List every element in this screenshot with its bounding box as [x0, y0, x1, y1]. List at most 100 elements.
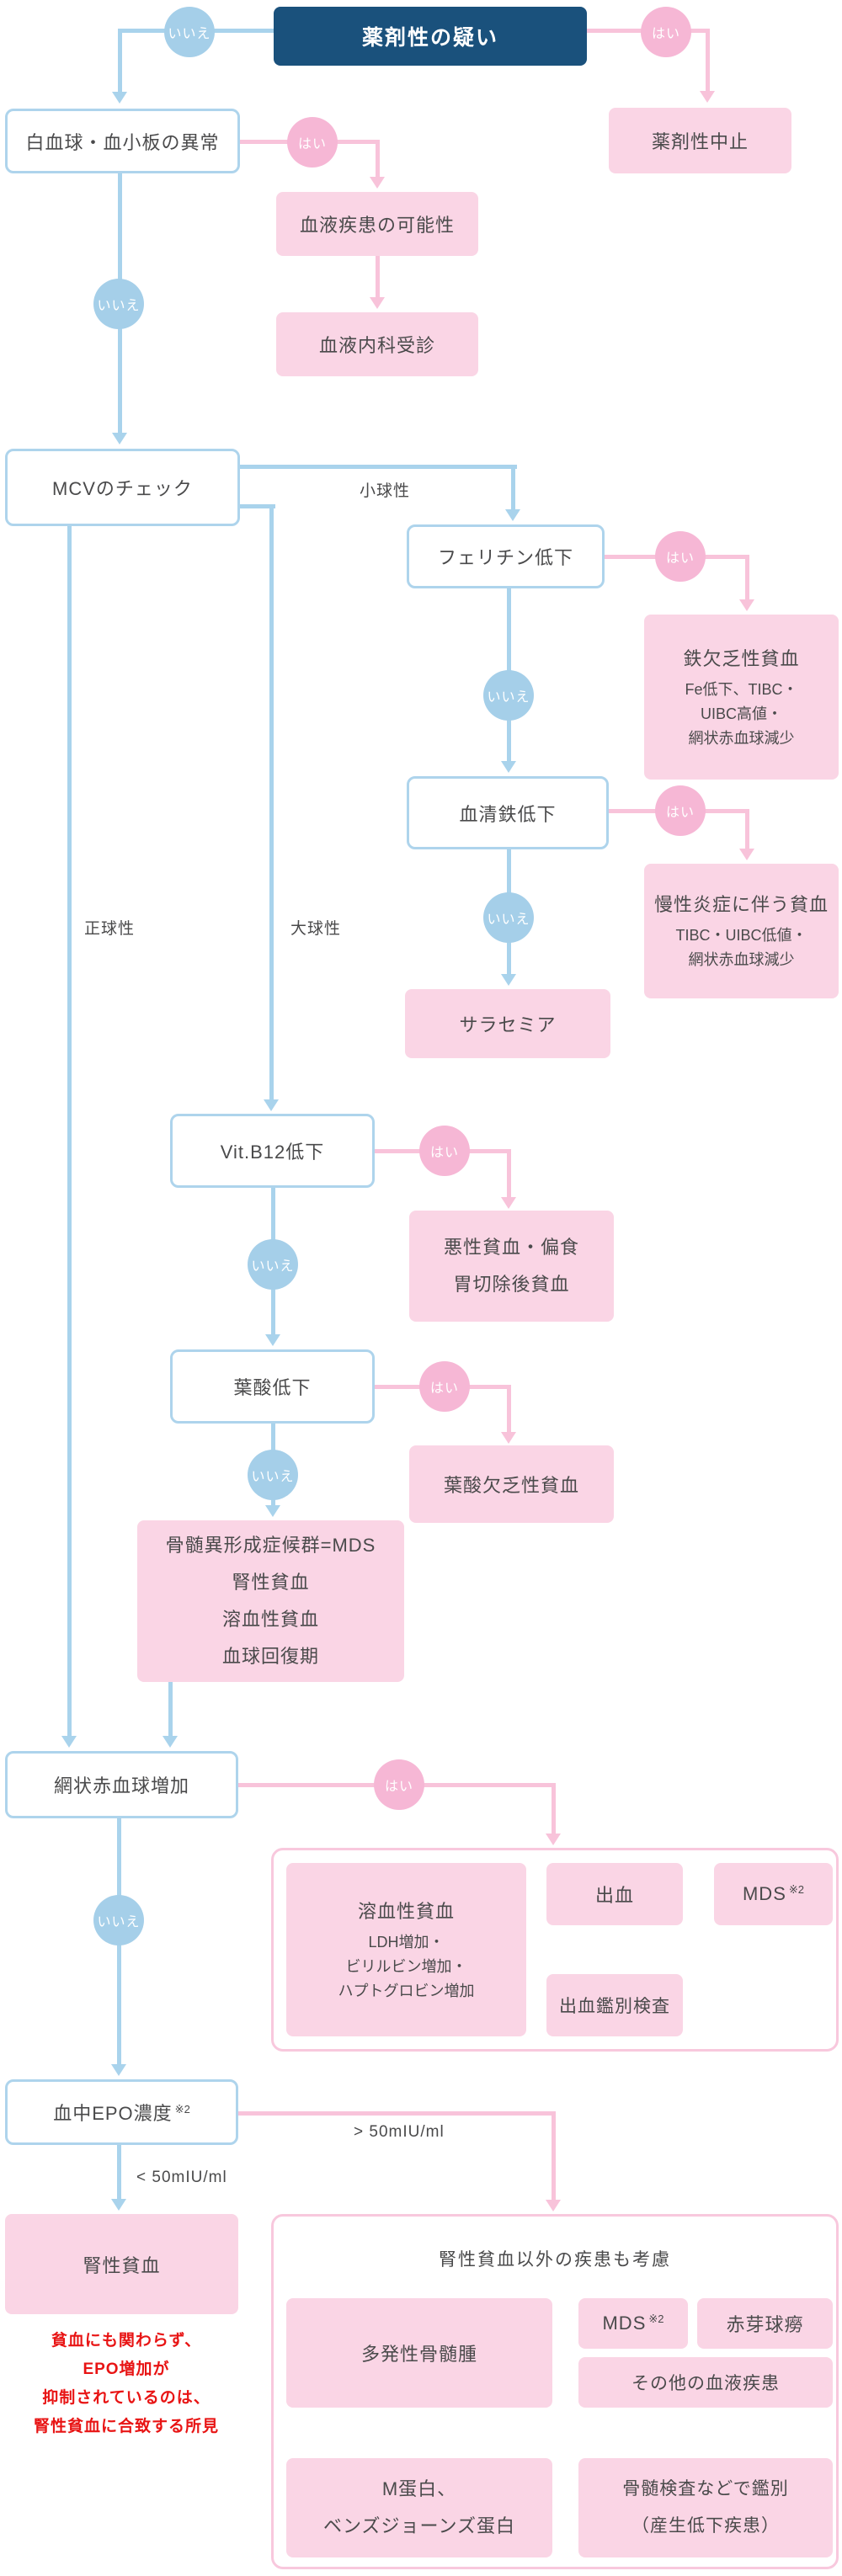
branch-label-microcytic: 小球性 — [359, 482, 410, 500]
connector — [238, 2111, 556, 2116]
yes-badge: はい — [419, 1126, 470, 1176]
node-reticulocyte-increase: 網状赤血球増加 — [5, 1751, 238, 1818]
connector — [552, 2111, 556, 2200]
node-detail: ビリルビン増加・ — [345, 1957, 467, 1975]
node-detail: 網状赤血球減少 — [688, 729, 795, 747]
node-detail: （産生低下疾患） — [632, 2516, 780, 2536]
node-wbc-platelet-abnormal: 白血球・血小板の異常 — [5, 109, 240, 173]
connector — [507, 1385, 511, 1432]
node-multiple-myeloma: 多発性骨髄腫 — [286, 2298, 552, 2408]
node-vitb12-low: Vit.B12低下 — [170, 1114, 375, 1188]
node-detail: UIBC高値・ — [700, 705, 782, 722]
connector — [706, 29, 710, 91]
node-detail: 溶血性貧血 — [221, 1609, 319, 1630]
arrowhead-down — [370, 297, 385, 309]
node-hematology-visit: 血液内科受診 — [276, 312, 478, 376]
connector — [67, 526, 72, 1736]
node-bleeding-test: 出血鑑別検査 — [546, 1974, 683, 2036]
branch-label-normocytic: 正球性 — [84, 920, 136, 938]
connector — [240, 504, 275, 508]
arrowhead-down — [501, 974, 516, 986]
connector — [376, 140, 380, 177]
arrowhead-down — [163, 1736, 178, 1748]
node-detail: ベンズジョーンズ蛋白 — [322, 2515, 516, 2536]
connector — [376, 256, 380, 297]
node-detail: 血球回復期 — [221, 1646, 319, 1667]
node-mcv-check: MCVのチェック — [5, 449, 240, 526]
branch-label-gt50: > 50mIU/ml — [354, 2123, 445, 2141]
arrowhead-down — [700, 91, 715, 103]
node-detail: 網状赤血球減少 — [688, 951, 795, 968]
arrowhead-down — [739, 599, 754, 611]
connector — [117, 2145, 121, 2199]
node-thalassemia: サラセミア — [405, 989, 610, 1058]
node-detail: Fe低下、TIBC・ — [685, 680, 798, 698]
node-title: 溶血性貧血 — [357, 1900, 455, 1922]
node-iron-deficiency-anemia: 鉄欠乏性貧血 Fe低下、TIBC・ UIBC高値・ 網状赤血球減少 — [644, 615, 839, 780]
footnote-marker: ※2 — [174, 2103, 190, 2116]
yes-badge: はい — [655, 531, 706, 582]
footnote-marker: ※2 — [788, 1883, 804, 1896]
no-badge: いいえ — [164, 7, 215, 57]
node-blood-disease-possible: 血液疾患の可能性 — [276, 192, 478, 256]
node-drug-suspicion: 薬剤性の疑い — [274, 7, 587, 66]
node-title: 慢性炎症に伴う貧血 — [653, 894, 829, 915]
node-folate-deficiency-anemia: 葉酸欠乏性貧血 — [409, 1445, 614, 1523]
connector — [745, 809, 749, 849]
node-chronic-inflammation-anemia: 慢性炎症に伴う貧血 TIBC・UIBC低値・ 網状赤血球減少 — [644, 864, 839, 998]
node-mds-a: MDS※2 — [714, 1863, 833, 1925]
node-drug-stop: 薬剤性中止 — [609, 108, 791, 173]
connector — [240, 465, 517, 469]
arrowhead-down — [501, 761, 516, 773]
connector — [507, 1149, 511, 1197]
arrowhead-down — [265, 1505, 280, 1517]
no-badge: いいえ — [483, 670, 534, 721]
arrowhead-down — [112, 433, 127, 444]
arrowhead-down — [370, 177, 385, 189]
yes-badge: はい — [374, 1759, 424, 1810]
node-detail: M蛋白、 — [381, 2478, 457, 2499]
arrowhead-down — [111, 2064, 126, 2076]
node-detail: 腎性貧血 — [232, 1572, 310, 1593]
arrowhead-down — [265, 1334, 280, 1346]
node-detail: 胃切除後貧血 — [453, 1274, 570, 1295]
arrowhead-down — [739, 849, 754, 860]
node-detail: 骨髄異形成症候群=MDS — [165, 1535, 376, 1556]
node-mds-b: MDS※2 — [578, 2298, 688, 2349]
arrowhead-down — [546, 2200, 561, 2211]
node-other-blood-diseases: その他の血液疾患 — [578, 2357, 833, 2408]
no-badge: いいえ — [93, 279, 144, 329]
arrowhead-down — [264, 1099, 279, 1111]
no-badge: いいえ — [483, 892, 534, 943]
node-serum-iron-low: 血清鉄低下 — [407, 776, 609, 849]
yes-badge: はい — [287, 117, 338, 168]
arrowhead-down — [501, 1197, 516, 1209]
node-detail: 骨髄検査などで鑑別 — [622, 2479, 789, 2499]
arrowhead-down — [501, 1432, 516, 1444]
node-m-protein: M蛋白、 ベンズジョーンズ蛋白 — [286, 2458, 552, 2557]
renal-anemia-note: 貧血にも関わらず、 EPO増加が 抑制されているのは、 腎性貧血に合致する所見 — [33, 2332, 219, 2435]
node-detail: LDH増加・ — [368, 1933, 445, 1951]
node-detail: ハプトグロビン増加 — [338, 1982, 475, 1999]
node-ferritin-low: フェリチン低下 — [407, 524, 605, 588]
branch-label-lt50: < 50mIU/ml — [136, 2169, 227, 2186]
connector — [511, 465, 515, 509]
yes-badge: はい — [641, 7, 691, 57]
node-epo-level: 血中EPO濃度※2 — [5, 2079, 238, 2145]
panel-title: 腎性貧血以外の疾患も考慮 — [439, 2250, 671, 2270]
node-pernicious-anemia: 悪性貧血・偏食 胃切除後貧血 — [409, 1211, 614, 1322]
yes-badge: はい — [419, 1361, 470, 1412]
node-mds-renal-hemolytic-group: 骨髄異形成症候群=MDS 腎性貧血 溶血性貧血 血球回復期 — [137, 1520, 404, 1682]
no-badge: いいえ — [248, 1450, 298, 1500]
node-marrow-test: 骨髄検査などで鑑別 （産生低下疾患） — [578, 2458, 833, 2557]
connector — [552, 1783, 556, 1834]
arrowhead-down — [112, 92, 127, 104]
node-title: 鉄欠乏性貧血 — [683, 647, 800, 669]
connector — [118, 29, 122, 93]
node-renal-anemia: 腎性貧血 — [5, 2214, 238, 2314]
connector — [745, 555, 749, 599]
node-pure-red-cell-aplasia: 赤芽球癆 — [697, 2298, 833, 2349]
footnote-marker: ※2 — [648, 2313, 664, 2325]
node-detail: 悪性貧血・偏食 — [443, 1237, 579, 1258]
